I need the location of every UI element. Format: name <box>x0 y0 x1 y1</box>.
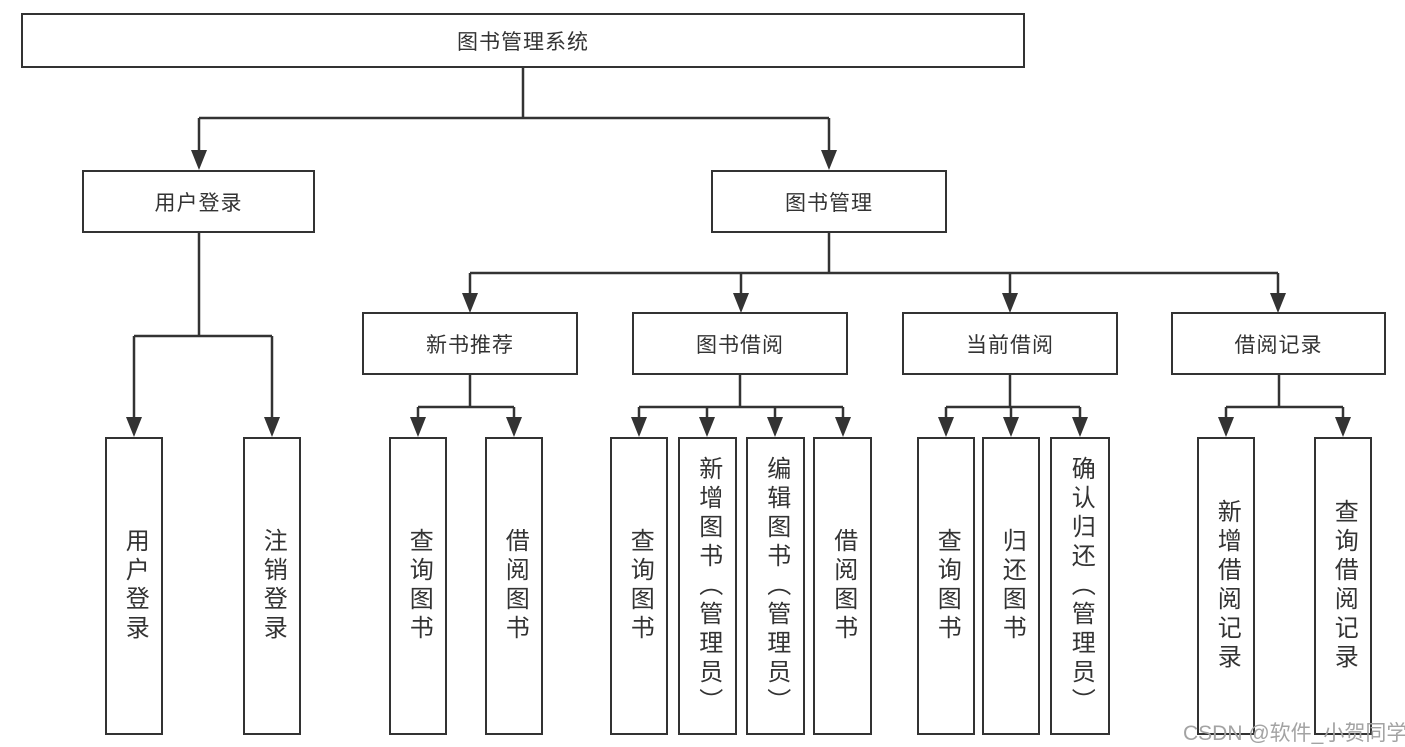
node-label: 编辑图书（管理员） <box>762 455 790 717</box>
node-label: 确认归还（管理员） <box>1067 455 1095 717</box>
arrow-down-icon <box>821 150 837 170</box>
node-query-borrow-record: 查询借阅记录 <box>1314 437 1372 735</box>
node-label: 新增图书（管理员） <box>694 455 722 717</box>
arrow-down-icon <box>938 417 954 437</box>
node-current-borrow: 当前借阅 <box>902 312 1118 375</box>
arrow-down-icon <box>410 417 426 437</box>
arrow-down-icon <box>1335 417 1351 437</box>
node-query-books-current: 查询图书 <box>917 437 975 735</box>
node-label: 查询借阅记录 <box>1330 499 1358 673</box>
arrowheads <box>126 150 1351 437</box>
node-confirm-return-admin: 确认归还（管理员） <box>1050 437 1110 735</box>
arrow-down-icon <box>1270 293 1286 313</box>
node-label: 图书管理 <box>785 191 873 215</box>
node-label: 新增借阅记录 <box>1213 499 1241 673</box>
node-query-books-recommend: 查询图书 <box>389 437 447 735</box>
node-label: 借阅图书 <box>829 528 857 644</box>
node-label: 归还图书 <box>998 528 1026 644</box>
node-label: 当前借阅 <box>966 333 1054 357</box>
node-query-books-borrow: 查询图书 <box>610 437 668 735</box>
node-label: 图书借阅 <box>696 333 784 357</box>
node-user-login: 用户登录 <box>82 170 315 233</box>
node-label: 借阅记录 <box>1234 333 1323 357</box>
node-label: 注销登录 <box>259 528 287 644</box>
arrow-down-icon <box>767 417 783 437</box>
node-logout: 注销登录 <box>243 437 301 735</box>
node-book-management: 图书管理 <box>711 170 947 233</box>
node-label: 借阅图书 <box>501 528 529 644</box>
node-borrow-records: 借阅记录 <box>1171 312 1386 375</box>
node-new-book-recommend: 新书推荐 <box>362 312 578 375</box>
node-label: 查询图书 <box>933 528 961 644</box>
node-add-borrow-record: 新增借阅记录 <box>1197 437 1255 735</box>
node-book-borrow: 图书借阅 <box>632 312 848 375</box>
watermark: CSDN @软件_小贺同学 <box>1183 722 1405 745</box>
arrow-down-icon <box>1072 417 1088 437</box>
arrow-down-icon <box>699 417 715 437</box>
arrow-down-icon <box>191 150 207 170</box>
node-borrow-books-recommend: 借阅图书 <box>485 437 543 735</box>
arrow-down-icon <box>1002 293 1018 313</box>
arrow-down-icon <box>835 417 851 437</box>
node-edit-book-admin: 编辑图书（管理员） <box>746 437 805 735</box>
node-user-login-leaf: 用户登录 <box>105 437 163 735</box>
node-add-book-admin: 新增图书（管理员） <box>678 437 737 735</box>
arrow-down-icon <box>1218 417 1234 437</box>
arrow-down-icon <box>1003 417 1019 437</box>
arrow-down-icon <box>631 417 647 437</box>
node-label: 查询图书 <box>405 528 433 644</box>
node-label: 图书管理系统 <box>457 30 589 54</box>
tree-edges <box>132 68 1345 420</box>
arrow-down-icon <box>506 417 522 437</box>
arrow-down-icon <box>126 417 142 437</box>
node-root: 图书管理系统 <box>21 13 1025 68</box>
node-label: 用户登录 <box>121 528 149 644</box>
arrow-down-icon <box>733 293 749 313</box>
node-label: 新书推荐 <box>426 333 514 357</box>
arrow-down-icon <box>264 417 280 437</box>
node-label: 查询图书 <box>626 528 654 644</box>
node-return-books: 归还图书 <box>982 437 1040 735</box>
node-label: 用户登录 <box>154 191 243 215</box>
arrow-down-icon <box>462 293 478 313</box>
node-borrow-books-leaf: 借阅图书 <box>813 437 872 735</box>
